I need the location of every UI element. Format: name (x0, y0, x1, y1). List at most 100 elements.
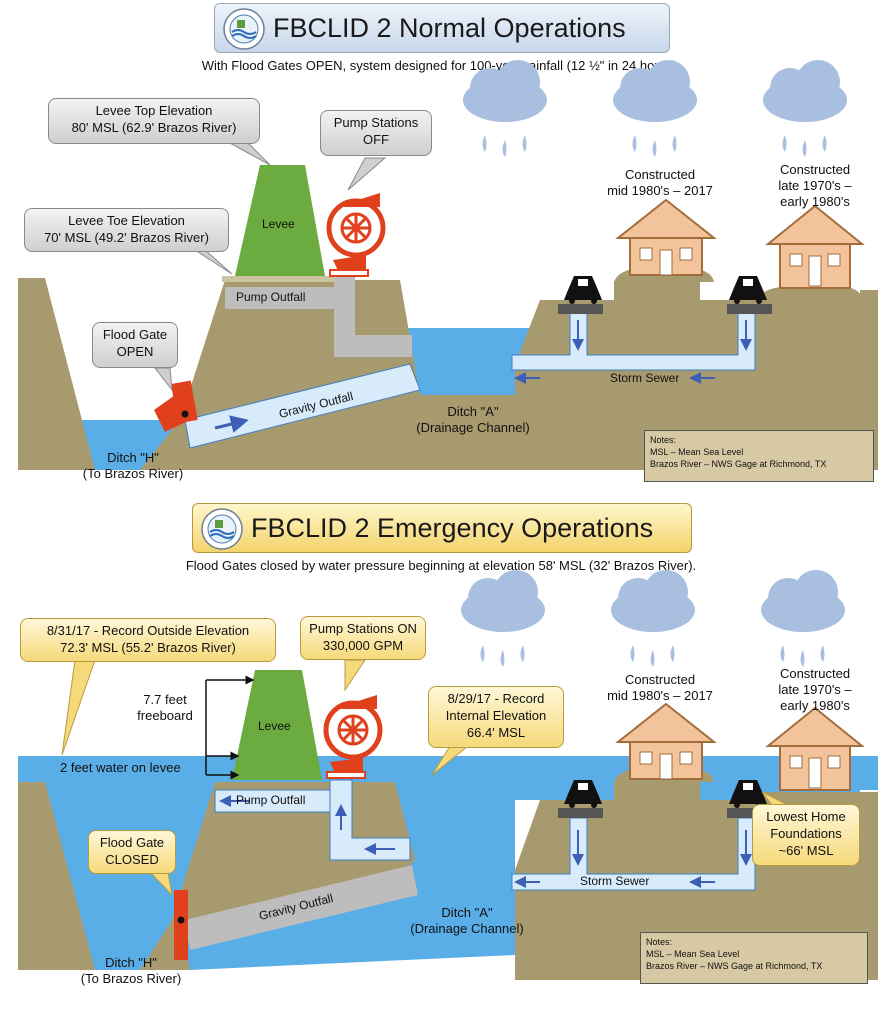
district-seal-icon (223, 8, 265, 50)
storm-sewer-label: Storm Sewer (580, 874, 650, 888)
levee-label: Levee (258, 719, 291, 733)
callout-line: OPEN (116, 344, 154, 359)
flood-gate-closed (174, 890, 188, 960)
house-icon (615, 198, 717, 276)
normal-scene (18, 60, 878, 470)
emergency-notes-box: Notes: MSL – Mean Sea Level Brazos River… (640, 932, 868, 984)
label-line: (Drainage Channel) (410, 921, 524, 936)
callout-line: CLOSED (105, 852, 159, 867)
cloud-rain-icon (463, 60, 547, 157)
ditch-h-label: Ditch "H" (To Brazos River) (58, 450, 208, 482)
pump-stations-callout: Pump Stations OFF (320, 110, 432, 156)
cloud-rain-icon (761, 570, 845, 667)
district-seal-icon (201, 508, 243, 550)
normal-page-title: FBCLID 2 Normal Operations (273, 12, 626, 43)
pump-stations-callout: Pump Stations ON 330,000 GPM (300, 616, 426, 660)
callout-line: Flood Gate (99, 835, 165, 850)
house-icon (615, 702, 717, 780)
record-internal-callout: 8/29/17 - Record Internal Elevation 66.4… (428, 686, 564, 748)
pump-riser-pipe (334, 275, 412, 357)
water-band-left (18, 756, 230, 780)
callout-line: Lowest Home (766, 809, 846, 824)
callout-line: 70' MSL (49.2' Brazos River) (44, 230, 209, 245)
ditch-a-water (400, 328, 545, 395)
ditch-h-label: Ditch "H" (To Brazos River) (56, 955, 206, 987)
cloud-rain-icon (461, 570, 545, 667)
car-icon (564, 780, 602, 808)
cloud-rain-icon (613, 60, 697, 157)
notes-line: Notes: (646, 937, 673, 947)
normal-title-box: FBCLID 2 Normal Operations (214, 3, 670, 53)
label-line: late 1970's – (778, 682, 852, 697)
ditch-a-label: Ditch "A" (Drainage Channel) (392, 905, 542, 937)
flood-gate-callout: Flood Gate CLOSED (88, 830, 176, 874)
callout-line: 8/29/17 - Record (447, 691, 545, 706)
normal-notes-box: Notes: MSL – Mean Sea Level Brazos River… (644, 430, 874, 482)
label-line: early 1980's (780, 194, 850, 209)
water-on-levee-label: 2 feet water on levee (60, 760, 181, 775)
callout-line: Internal Elevation (445, 708, 547, 723)
callout-line: Flood Gate (102, 327, 168, 342)
label-line: (To Brazos River) (80, 971, 182, 986)
label-line: (Drainage Channel) (416, 420, 530, 435)
callout-line: Foundations (770, 826, 842, 841)
house1-construction-label: Constructed mid 1980's – 2017 (585, 167, 735, 199)
house-icon (765, 204, 865, 289)
label-line: Constructed (624, 167, 696, 182)
callout-line: Pump Stations (333, 115, 419, 130)
label-line: Ditch "H" (107, 450, 159, 465)
pump-outfall-label: Pump Outfall (236, 793, 306, 807)
levee (232, 670, 322, 780)
callout-line: 66.4' MSL (466, 725, 526, 740)
emergency-subtitle: Flood Gates closed by water pressure beg… (185, 558, 697, 573)
pump-outfall-label: Pump Outfall (236, 290, 306, 304)
label-line: Constructed (624, 672, 696, 687)
house2-construction-label: Constructed late 1970's – early 1980's (745, 162, 882, 210)
ditch-a-label: Ditch "A" (Drainage Channel) (398, 404, 548, 436)
flood-gate-callout: Flood Gate OPEN (92, 322, 178, 368)
label-line: early 1980's (780, 698, 850, 713)
gravity-outfall-pipe (185, 865, 418, 950)
house-icon (765, 706, 865, 791)
label-line: (To Brazos River) (82, 466, 184, 481)
notes-line: Brazos River – NWS Gage at Richmond, TX (646, 961, 823, 971)
notes-line: Brazos River – NWS Gage at Richmond, TX (650, 459, 827, 469)
emergency-page-title: FBCLID 2 Emergency Operations (251, 512, 654, 543)
record-outside-callout: 8/31/17 - Record Outside Elevation 72.3'… (20, 618, 276, 662)
house2-construction-label: Constructed late 1970's – early 1980's (745, 666, 882, 714)
freeboard-label: 7.7 feet freeboard (130, 692, 200, 724)
emergency-title-box: FBCLID 2 Emergency Operations (192, 503, 692, 553)
label-line: mid 1980's – 2017 (607, 183, 713, 198)
cloud-rain-icon (611, 570, 695, 667)
car-icon (564, 276, 602, 304)
label-line: Constructed (779, 162, 851, 177)
left-bank (18, 782, 95, 970)
label-line: Ditch "H" (105, 955, 157, 970)
notes-line: MSL – Mean Sea Level (646, 949, 740, 959)
cloud-rain-icon (763, 60, 847, 157)
label-line: freeboard (137, 708, 193, 723)
callout-line: Levee Top Elevation (95, 103, 213, 118)
label-line: mid 1980's – 2017 (607, 688, 713, 703)
callout-line: 330,000 GPM (322, 638, 404, 653)
pump-outfall-pipe (225, 287, 337, 309)
label-line: Constructed (779, 666, 851, 681)
emergency-operations-panel: FBCLID 2 Emergency Operations Flood Gate… (0, 500, 882, 1020)
house1-construction-label: Constructed mid 1980's – 2017 (585, 672, 735, 704)
callout-line: Levee Toe Elevation (68, 213, 185, 228)
lowest-home-callout: Lowest Home Foundations ~66' MSL (752, 804, 860, 866)
pump-station-icon (326, 193, 386, 277)
notes-line: MSL – Mean Sea Level (650, 447, 744, 457)
emergency-scene (18, 570, 878, 980)
left-bank (18, 278, 95, 470)
levee-label: Levee (262, 217, 295, 231)
levee-toe-callout: Levee Toe Elevation 70' MSL (49.2' Brazo… (24, 208, 229, 252)
levee (235, 165, 325, 276)
pump-riser-pipe (329, 779, 411, 861)
car-icon (729, 276, 767, 304)
label-line: Ditch "A" (447, 404, 499, 419)
callout-line: 72.3' MSL (55.2' Brazos River) (60, 640, 236, 655)
notes-line: Notes: (650, 435, 677, 445)
levee-top-callout: Levee Top Elevation 80' MSL (62.9' Brazo… (48, 98, 260, 144)
label-line: Ditch "A" (441, 905, 493, 920)
